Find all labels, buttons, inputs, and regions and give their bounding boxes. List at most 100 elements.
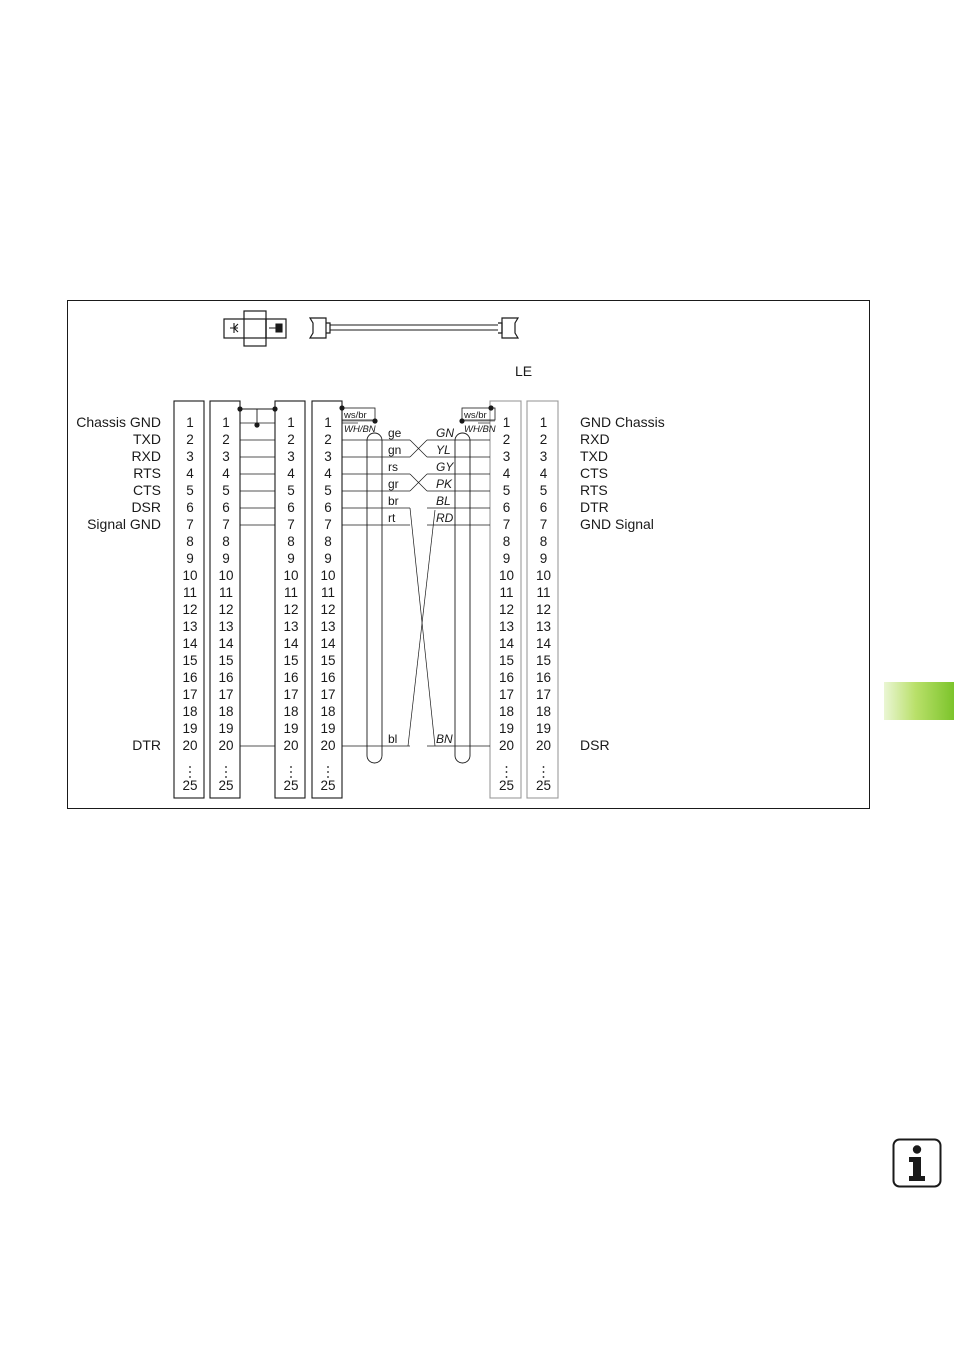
pin-number: 4 [222, 466, 230, 481]
pin-number: 1 [503, 415, 511, 430]
pin-number: 17 [218, 687, 233, 702]
pin-number: 9 [287, 551, 295, 566]
pin-number: 1 [222, 415, 230, 430]
pin-number: 13 [536, 619, 551, 634]
wire-label-de: rs [388, 460, 398, 474]
pin-number: 20 [283, 738, 298, 753]
wire-label-en: GN [436, 426, 454, 440]
pin-number: 19 [499, 721, 514, 736]
pin-ellipsis [505, 766, 508, 768]
pin-number: 16 [320, 670, 335, 685]
pin-number: 10 [536, 568, 551, 583]
cable-wire-cross [409, 439, 428, 458]
pin-number: 2 [287, 432, 295, 447]
connector-column-1 [173, 400, 205, 799]
shield-label-de: ws/br [343, 410, 367, 421]
pin-number: 12 [218, 602, 233, 617]
signal-name-right: RXD [580, 431, 610, 447]
wire-label-de: bl [388, 732, 397, 746]
pin-ellipsis [225, 771, 227, 773]
signal-name-left: RXD [131, 448, 161, 464]
connector-column-6 [526, 400, 559, 799]
pin-number: 18 [218, 704, 233, 719]
pin-number: 20 [536, 738, 551, 753]
adapter-block-icon [265, 318, 287, 339]
connector-column-5 [489, 400, 522, 799]
pin-number: 11 [499, 585, 513, 600]
shield-label-de: ws/br [463, 410, 487, 421]
pin-number: 19 [283, 721, 298, 736]
pin-number: 10 [320, 568, 335, 583]
pin-number: 7 [324, 517, 332, 532]
cable-icon [308, 317, 327, 339]
pin-number: 16 [218, 670, 233, 685]
signal-name-right: DSR [580, 737, 610, 753]
signal-name-left: TXD [133, 431, 161, 447]
pin-ellipsis [189, 771, 191, 773]
pin-number: 15 [320, 653, 335, 668]
pin-number: 13 [499, 619, 514, 634]
junction-dot [488, 405, 494, 411]
pin-number: 6 [324, 500, 332, 515]
pin-number: 10 [283, 568, 298, 583]
connector-column-2 [209, 400, 241, 799]
junction-dot [459, 418, 465, 424]
signal-name-left: CTS [133, 482, 161, 498]
pin-number: 7 [186, 517, 194, 532]
pin-number: 18 [283, 704, 298, 719]
pin-number: 13 [320, 619, 335, 634]
connector-column-4 [311, 400, 343, 799]
shield-block-right [461, 407, 496, 421]
pin-number: 2 [503, 432, 511, 447]
wire-label-de: gr [388, 477, 399, 491]
cable-icon [501, 317, 520, 339]
signal-name-right: GND Signal [580, 516, 654, 532]
pin-number: 1 [540, 415, 548, 430]
pin-number: 6 [503, 500, 511, 515]
pin-ellipsis [505, 771, 508, 773]
wire-label-de: gn [388, 443, 401, 457]
pin-number: 4 [503, 466, 511, 481]
pin-number: 2 [186, 432, 194, 447]
pin-number: 25 [320, 778, 335, 793]
wire-label-en: PK [436, 477, 453, 491]
signal-name-left: Signal GND [87, 516, 161, 532]
pin-number: 15 [536, 653, 551, 668]
pin-number: 4 [540, 466, 548, 481]
pin-number: 7 [222, 517, 230, 532]
pin-number: 2 [324, 432, 332, 447]
info-icon[interactable] [892, 1138, 942, 1188]
pin-number: 15 [283, 653, 298, 668]
pin-number: 8 [186, 534, 194, 549]
pin-ellipsis [189, 776, 191, 778]
pin-ellipsis [327, 766, 329, 768]
pin-number: 2 [540, 432, 548, 447]
pin-number: 20 [182, 738, 197, 753]
pin-number: 25 [182, 778, 197, 793]
cable-wire-cross [409, 473, 428, 492]
pin-number: 10 [182, 568, 197, 583]
pin-number: 12 [283, 602, 298, 617]
pin-number: 8 [540, 534, 548, 549]
pin-number: 11 [219, 585, 233, 600]
pin-number: 14 [499, 636, 515, 651]
adapter-block-icon [243, 310, 267, 347]
cable-sheath-right [454, 432, 471, 764]
signal-name-left: Chassis GND [76, 414, 161, 430]
pin-number: 16 [182, 670, 197, 685]
pin-number: 11 [321, 585, 335, 600]
pin-ellipsis [225, 766, 227, 768]
wire-label-en: BL [436, 494, 451, 508]
pin-number: 3 [540, 449, 548, 464]
pin-number: 18 [320, 704, 335, 719]
pin-number: 19 [320, 721, 335, 736]
pin-number: 7 [287, 517, 295, 532]
pin-number: 5 [540, 483, 548, 498]
pin-number: 25 [536, 778, 551, 793]
pin-number: 7 [540, 517, 548, 532]
wire-label-en: RD [436, 511, 454, 525]
pin-number: 14 [218, 636, 234, 651]
pin-number: 5 [186, 483, 194, 498]
